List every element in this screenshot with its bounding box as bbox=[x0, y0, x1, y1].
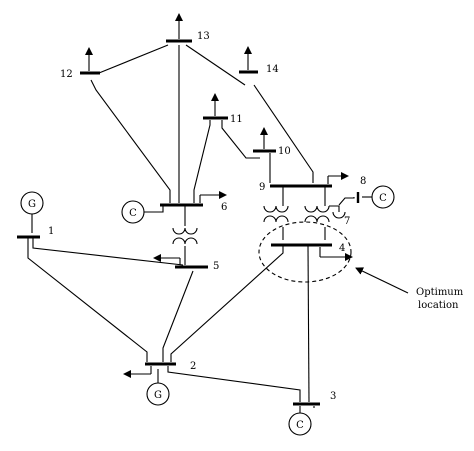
bus-label-4: 4 bbox=[339, 243, 345, 254]
line-1-5 bbox=[32, 237, 184, 266]
optimum-location-label-line1: Optimum bbox=[416, 287, 464, 298]
bus-label-5: 5 bbox=[213, 261, 219, 272]
condenser-3: C bbox=[288, 412, 312, 436]
line-13-14 bbox=[185, 44, 246, 86]
condenser-8: C bbox=[371, 185, 395, 209]
generator-1: G bbox=[20, 191, 44, 215]
buses bbox=[17, 39, 360, 406]
bus-labels: 1 2 3 4 5 6 7 8 9 10 11 12 13 14 bbox=[48, 31, 366, 402]
transformer-5-6 bbox=[172, 222, 198, 250]
optimum-location-annotation: Optimum location bbox=[258, 221, 464, 311]
bus-label-8: 8 bbox=[360, 176, 366, 187]
optimum-location-ellipse bbox=[258, 221, 352, 283]
line-1-2 bbox=[27, 237, 148, 362]
line-2-5 bbox=[162, 270, 194, 362]
generator-1-symbol: G bbox=[28, 199, 36, 210]
condenser-6: C bbox=[121, 200, 145, 224]
cond6-lead bbox=[144, 206, 164, 213]
optimum-location-label-line2: location bbox=[418, 300, 459, 311]
bus-label-7: 7 bbox=[344, 216, 350, 227]
bus-label-10: 10 bbox=[278, 146, 291, 157]
transformer-4-7-9 bbox=[263, 200, 346, 223]
bus-label-2: 2 bbox=[190, 361, 196, 372]
condenser-3-symbol: C bbox=[296, 420, 304, 431]
load-arrows bbox=[85, 13, 353, 408]
bus-label-14: 14 bbox=[266, 64, 279, 75]
line-2-3 bbox=[167, 366, 301, 402]
line-2-4 bbox=[170, 246, 284, 362]
condenser-6-symbol: C bbox=[129, 208, 137, 219]
line-12-13 bbox=[98, 44, 169, 74]
bus-label-11: 11 bbox=[230, 114, 243, 125]
bus-label-13: 13 bbox=[197, 31, 210, 42]
line-11-10 bbox=[221, 120, 260, 159]
optimum-location-pointer bbox=[355, 267, 409, 294]
bus-label-12: 12 bbox=[60, 69, 73, 80]
line-7-8 bbox=[338, 197, 355, 206]
transmission-lines bbox=[27, 44, 372, 413]
generator-2-symbol: G bbox=[154, 390, 162, 401]
line-6-12 bbox=[90, 79, 171, 203]
bus-label-6: 6 bbox=[221, 202, 227, 213]
bus-label-1: 1 bbox=[48, 226, 54, 237]
condenser-8-symbol: C bbox=[379, 193, 387, 204]
bus-label-9: 9 bbox=[259, 182, 265, 193]
line-14-9 bbox=[253, 84, 314, 183]
bus-label-3: 3 bbox=[330, 391, 336, 402]
line-6-11 bbox=[193, 120, 211, 203]
line-3-4 bbox=[307, 245, 310, 403]
generator-2: G bbox=[146, 382, 170, 406]
